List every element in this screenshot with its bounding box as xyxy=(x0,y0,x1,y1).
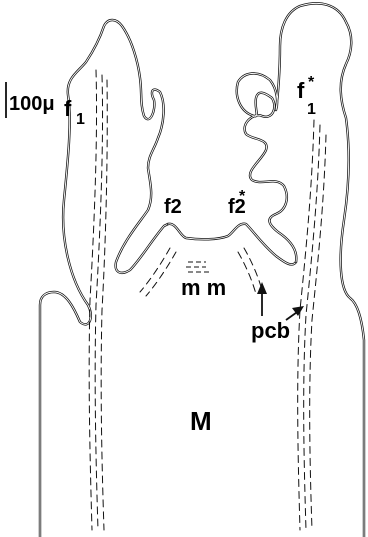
f1-star-mark: * xyxy=(308,74,315,91)
left-canal xyxy=(89,70,107,530)
f1-label: f xyxy=(64,96,72,121)
f2-star-mark: * xyxy=(239,188,246,205)
pcb-arrows xyxy=(257,282,304,320)
f1-star-subscript: 1 xyxy=(307,101,316,118)
f1-star-label: f xyxy=(297,78,305,103)
f1-subscript: 1 xyxy=(76,111,85,128)
pcb-label: pcb xyxy=(251,318,290,343)
f2-label: f2 xyxy=(164,196,182,218)
scale-label: 100μ xyxy=(9,93,55,115)
mm-label: m m xyxy=(181,275,226,300)
right-canal xyxy=(298,120,326,530)
M-label: M xyxy=(190,406,212,436)
